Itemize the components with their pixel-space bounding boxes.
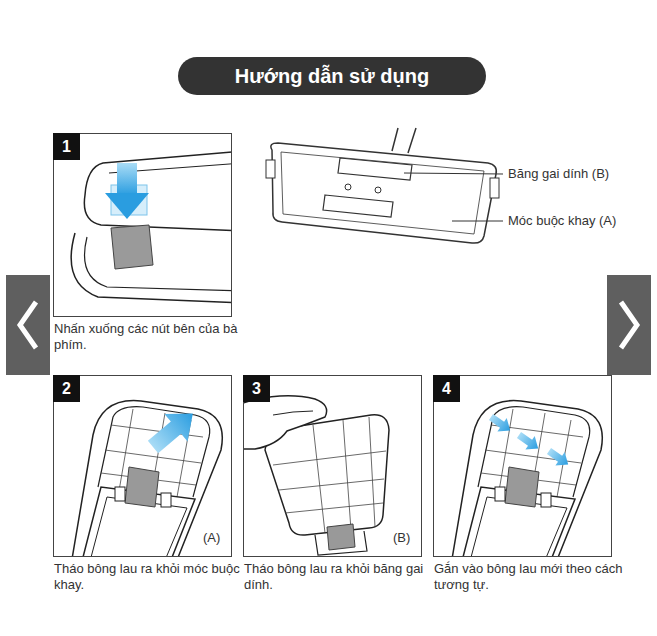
step-caption: Nhấn xuống các nút bên của bà phím. (54, 321, 246, 353)
step-panel: Gắn vào bông lau mới theo cách tương tự.… (433, 375, 612, 557)
mop-head (266, 128, 503, 243)
step-illustration (71, 151, 232, 303)
step-illustration (451, 401, 602, 557)
step-number-text: 2 (62, 380, 71, 398)
step-number: 1 (53, 133, 80, 160)
step-illustration (243, 396, 389, 555)
step-caption: Tháo bông lau ra khỏi móc buộc khay. (54, 561, 246, 593)
step-number-text: 4 (442, 380, 451, 398)
step-number: 4 (433, 375, 460, 402)
leader-line (452, 221, 503, 222)
panel-tag: (B) (393, 530, 410, 546)
carousel-button (607, 275, 651, 375)
step-number: 2 (53, 375, 80, 402)
title-pill: Hướng dẫn sử dụng (178, 57, 486, 95)
panel-tag: (A) (203, 530, 220, 546)
step-illustration (71, 400, 222, 557)
step-caption: Gắn vào bông lau mới theo cách tương tự. (434, 561, 626, 593)
step-number-text: 1 (62, 138, 71, 156)
step-number-text: 3 (252, 380, 261, 398)
chevron (20, 302, 36, 348)
step-panel: Tháo bông lau ra khỏi băng gai dính.3 (243, 375, 422, 557)
step-caption: Tháo bông lau ra khỏi băng gai dính. (244, 561, 436, 593)
step-panel: Nhấn xuống các nút bên của bà phím.1 (53, 133, 232, 317)
step-panel: Tháo bông lau ra khỏi móc buộc khay.2 (53, 375, 232, 557)
chevron (621, 302, 637, 348)
part-label: Móc buộc khay (A) (508, 213, 616, 229)
step-number: 3 (243, 375, 270, 402)
carousel-button (6, 275, 50, 375)
part-label: Băng gai dính (B) (508, 166, 609, 182)
leader-line (404, 173, 503, 174)
